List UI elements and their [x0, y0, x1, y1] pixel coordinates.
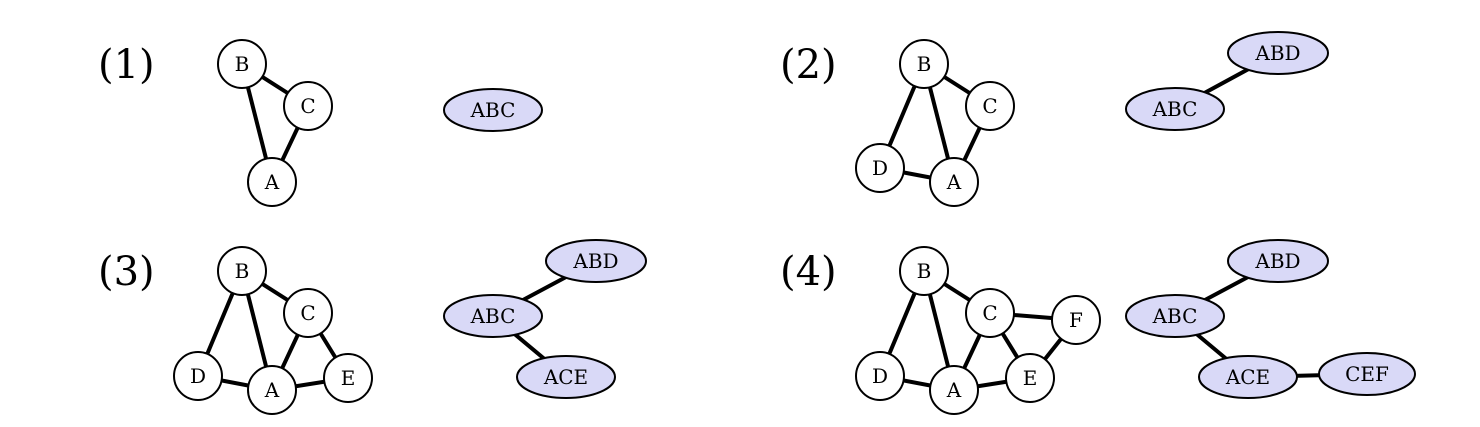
- clique-node-label: CEF: [1345, 362, 1389, 386]
- graph-node-a: A: [929, 157, 979, 207]
- panel-2-clique-tree: ABD ABC: [1125, 31, 1329, 131]
- clique-node-label: ACE: [543, 365, 588, 389]
- graph-node-b: B: [899, 39, 949, 89]
- graph-node-b: B: [899, 246, 949, 296]
- graph-node-b: B: [217, 39, 267, 89]
- clique-node-abc: ABC: [443, 294, 543, 338]
- panel-4-graph: B C F D A E: [855, 246, 1101, 415]
- clique-node-abc: ABC: [443, 88, 543, 132]
- clique-node-ace: ACE: [516, 355, 616, 399]
- panel-4-clique-tree: ABD ABC ACE CEF: [1125, 239, 1416, 399]
- panel-2-graph: B C D A: [855, 39, 1015, 207]
- graph-node-d: D: [855, 143, 905, 193]
- panel-3-graph: B C D A E: [173, 246, 373, 415]
- graph-node-label: A: [264, 170, 280, 194]
- graph-node-c: C: [283, 288, 333, 338]
- panel-2: (2) B C D A ABD ABC: [780, 31, 1329, 207]
- graph-node-f: F: [1051, 295, 1101, 345]
- graph-node-label: B: [917, 259, 932, 283]
- graph-node-c: C: [965, 81, 1015, 131]
- graph-node-d: D: [855, 351, 905, 401]
- clique-node-ace: ACE: [1198, 355, 1298, 399]
- graph-node-a: A: [247, 157, 297, 207]
- panel-3-label: (3): [98, 249, 155, 295]
- graph-node-label: E: [341, 366, 356, 390]
- panel-1-clique-tree: ABC: [443, 88, 543, 132]
- clique-node-abd: ABD: [545, 239, 647, 283]
- graph-node-a: A: [929, 365, 979, 415]
- graph-node-label: C: [300, 94, 315, 118]
- graph-node-label: C: [300, 301, 315, 325]
- graph-node-label: A: [946, 378, 962, 402]
- clique-node-abd: ABD: [1227, 31, 1329, 75]
- graph-node-a: A: [247, 365, 297, 415]
- panel-2-label: (2): [780, 42, 837, 88]
- clique-node-label: ACE: [1225, 365, 1270, 389]
- panel-4: (4) B C F D A E ABD ABC ACE CEF: [780, 239, 1416, 415]
- graph-node-label: A: [264, 378, 280, 402]
- clique-node-label: ABC: [1152, 97, 1198, 121]
- graph-node-d: D: [173, 351, 223, 401]
- clique-node-label: ABC: [470, 304, 516, 328]
- graph-node-label: A: [946, 170, 962, 194]
- panel-1: (1) B C A ABC: [98, 39, 543, 207]
- graph-node-c: C: [965, 288, 1015, 338]
- graph-node-label: B: [235, 259, 250, 283]
- clique-node-cef: CEF: [1318, 352, 1416, 396]
- graph-node-label: D: [872, 156, 888, 180]
- clique-node-abc: ABC: [1125, 294, 1225, 338]
- panel-4-label: (4): [780, 249, 837, 295]
- clique-node-label: ABD: [572, 249, 618, 273]
- graph-node-label: B: [235, 52, 250, 76]
- panel-1-label: (1): [98, 42, 155, 88]
- graph-node-label: C: [982, 301, 997, 325]
- clique-node-label: ABD: [1254, 249, 1300, 273]
- panel-3-clique-tree: ABD ABC ACE: [443, 239, 647, 399]
- clique-node-label: ABC: [1152, 304, 1198, 328]
- graph-node-c: C: [283, 81, 333, 131]
- clique-node-abd: ABD: [1227, 239, 1329, 283]
- panel-3: (3) B C D A E ABD ABC ACE: [98, 239, 647, 415]
- graph-node-label: D: [190, 364, 206, 388]
- graph-node-e: E: [1005, 353, 1055, 403]
- graph-node-label: E: [1023, 366, 1038, 390]
- clique-node-label: ABD: [1254, 41, 1300, 65]
- graph-node-e: E: [323, 353, 373, 403]
- panel-1-graph: B C A: [217, 39, 333, 207]
- graph-node-label: F: [1069, 308, 1083, 332]
- graph-node-label: B: [917, 52, 932, 76]
- clique-node-label: ABC: [470, 98, 516, 122]
- clique-node-abc: ABC: [1125, 87, 1225, 131]
- graph-node-label: D: [872, 364, 888, 388]
- graph-node-label: C: [982, 94, 997, 118]
- graph-node-b: B: [217, 246, 267, 296]
